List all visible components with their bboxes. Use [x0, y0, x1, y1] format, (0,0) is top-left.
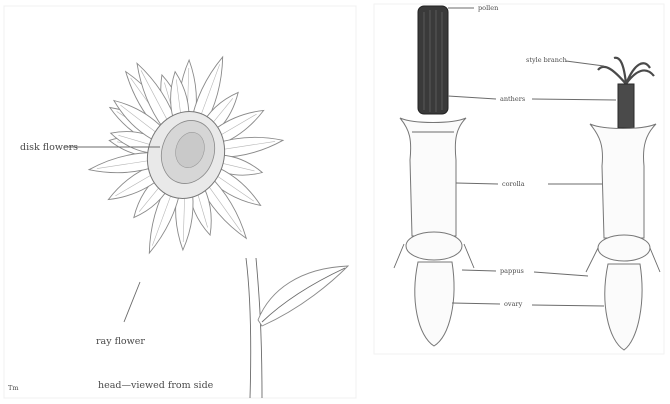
pappus-bulge-right	[598, 235, 650, 261]
anthers-label: anthers	[500, 95, 525, 103]
ray-flower-label: ray flower	[96, 336, 145, 347]
ovary-label: ovary	[504, 300, 523, 308]
disk-flowers-label: disk flowers	[20, 142, 78, 153]
style-branch-label: style branch	[526, 56, 567, 64]
pappus-label: pappus	[500, 267, 524, 275]
pollen-column	[418, 6, 448, 114]
head-caption: head—viewed from side	[98, 380, 214, 391]
pappus-bulge	[406, 232, 462, 260]
corner-mark: Tm	[8, 384, 19, 392]
corolla-label: corolla	[502, 180, 525, 188]
style-column	[618, 84, 634, 128]
pollen-label: pollen	[478, 4, 498, 12]
